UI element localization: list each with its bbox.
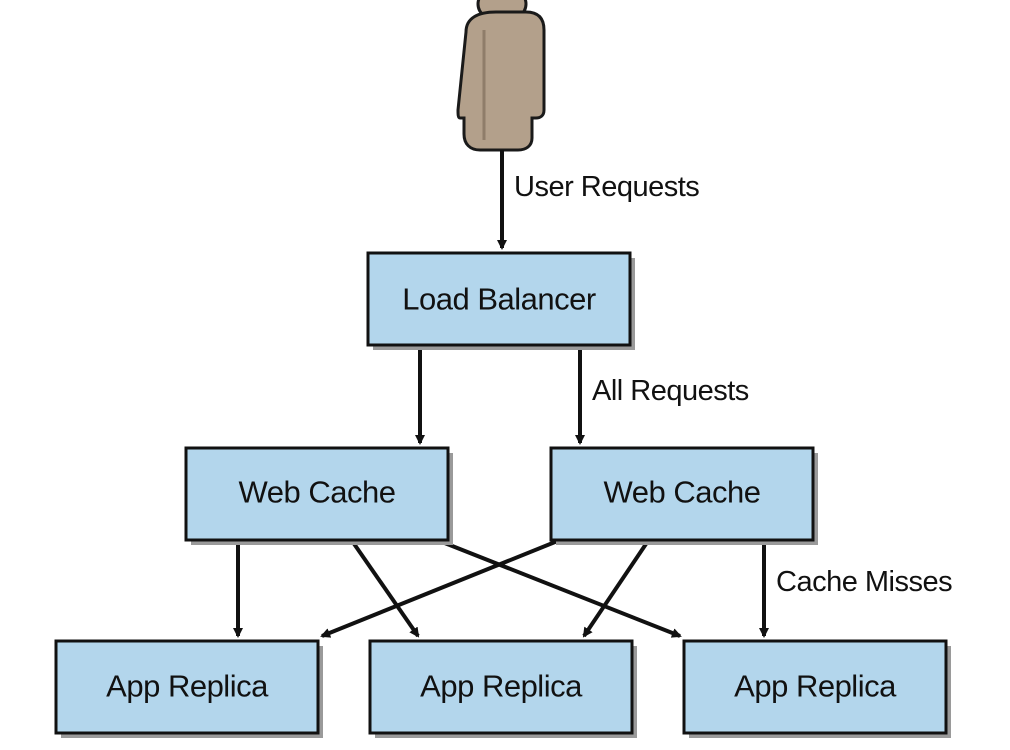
edges xyxy=(233,150,769,638)
app-replica-node: App Replica xyxy=(368,639,637,738)
app-replica-node: App Replica xyxy=(682,639,951,738)
edge-label-user-requests: User Requests xyxy=(514,171,699,203)
user-figure-icon xyxy=(456,0,546,152)
app-replica-label: App Replica xyxy=(734,669,897,704)
web-cache-node: Web Cache xyxy=(184,446,453,545)
load-balancer-node: Load Balancer xyxy=(366,251,635,350)
load-balancer-label: Load Balancer xyxy=(402,282,596,317)
edge-wc1-to-app-2 xyxy=(348,536,420,638)
app-replica-label: App Replica xyxy=(106,669,269,704)
edge-wc2-to-app-2 xyxy=(582,536,652,638)
web-cache-node: Web Cache xyxy=(549,446,818,545)
edge-label-cache-misses: Cache Misses xyxy=(776,566,952,598)
app-replica-node: App Replica xyxy=(54,639,323,738)
web-cache-label: Web Cache xyxy=(239,475,396,510)
edge-wc1-to-app-3 xyxy=(431,536,682,638)
web-cache-label: Web Cache xyxy=(604,475,761,510)
edge-label-all-requests: All Requests xyxy=(592,375,749,407)
edge-wc2-to-app-1 xyxy=(320,536,566,638)
app-replica-label: App Replica xyxy=(420,669,583,704)
